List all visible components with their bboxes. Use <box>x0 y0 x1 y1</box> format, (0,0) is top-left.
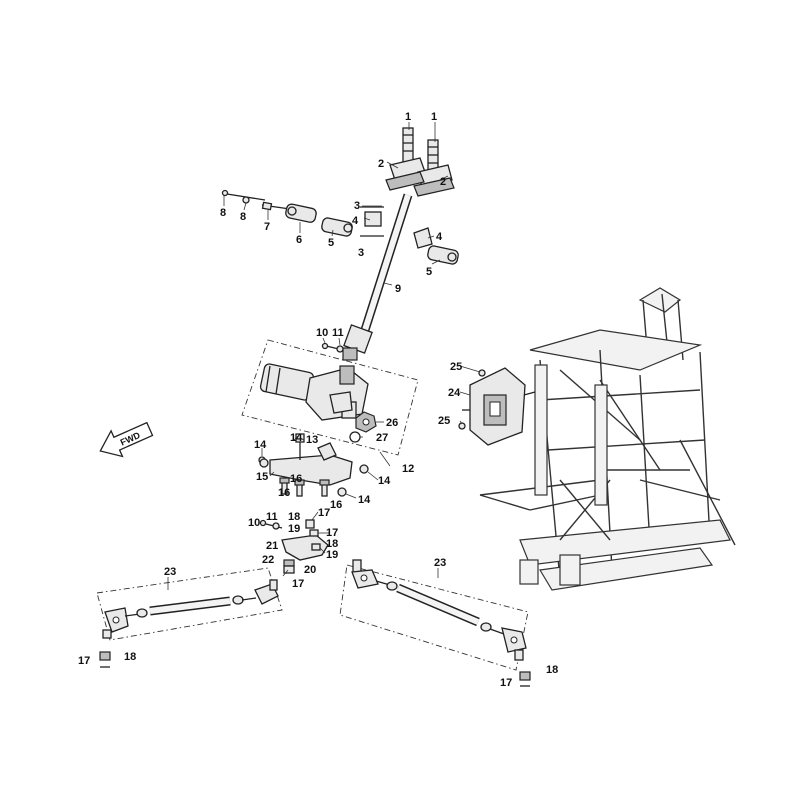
callout-15: 15 <box>256 471 268 483</box>
callout-19a: 19 <box>288 523 300 535</box>
callout-19b: 19 <box>326 549 338 561</box>
callout-14a: 14 <box>254 439 267 451</box>
callout-17e: 17 <box>500 677 512 689</box>
callout-17c: 17 <box>292 578 304 590</box>
callout-10b: 10 <box>248 517 260 529</box>
right-tie-rod-group <box>339 559 529 671</box>
callout-23b: 23 <box>434 557 446 569</box>
callout-8a: 8 <box>220 207 226 219</box>
callout-numbers: 1 1 2 2 3 3 4 4 5 5 6 7 8 8 9 10 10 11 1… <box>78 111 558 689</box>
callout-13: 13 <box>306 434 318 446</box>
callout-16a: 16 <box>278 487 290 499</box>
forward-direction-arrow: FWD <box>99 421 154 458</box>
callout-16b: 16 <box>290 473 302 485</box>
bushings <box>360 206 433 249</box>
callout-8b: 8 <box>240 211 246 223</box>
callout-17b: 17 <box>326 527 338 539</box>
callout-16c: 16 <box>330 499 342 511</box>
callout-18b: 18 <box>326 538 338 550</box>
right-knuckle-nut <box>519 671 531 687</box>
callout-10a: 10 <box>316 327 328 339</box>
callout-1b: 1 <box>431 111 437 123</box>
left-tie-rod-group <box>96 567 283 641</box>
callout-27: 27 <box>376 432 388 444</box>
callout-17a: 17 <box>318 507 330 519</box>
clamp-blocks <box>385 157 455 197</box>
callout-3a: 3 <box>354 200 360 212</box>
control-module <box>458 367 536 446</box>
callout-5b: 5 <box>426 266 432 278</box>
callout-24: 24 <box>448 387 461 399</box>
pitman-arm <box>259 519 329 574</box>
callout-12: 12 <box>402 463 414 475</box>
callout-7: 7 <box>264 221 270 233</box>
left-knuckle-nut <box>99 651 111 668</box>
lower-mount-bracket <box>258 433 369 497</box>
steering-shaft <box>342 193 413 361</box>
callout-14d: 14 <box>358 494 371 506</box>
callout-18c: 18 <box>124 651 136 663</box>
callout-11b: 11 <box>266 511 278 523</box>
callout-21: 21 <box>266 540 278 552</box>
callout-26: 26 <box>386 417 398 429</box>
callout-9: 9 <box>395 283 401 295</box>
callout-25a: 25 <box>450 361 462 373</box>
callout-25b: 25 <box>438 415 450 427</box>
leader-lines <box>167 122 481 590</box>
vehicle-frame <box>479 287 736 591</box>
callout-4b: 4 <box>436 231 443 243</box>
callout-17d: 17 <box>78 655 90 667</box>
callout-4a: 4 <box>352 215 359 227</box>
callout-1a: 1 <box>405 111 411 123</box>
callout-2b: 2 <box>440 176 446 188</box>
callout-23a: 23 <box>164 566 176 578</box>
callout-14b: 14 <box>290 432 303 444</box>
callout-20: 20 <box>304 564 316 576</box>
left-mount-hardware <box>221 189 459 265</box>
callout-3b: 3 <box>358 247 364 259</box>
joint-bolt <box>321 342 344 353</box>
callout-11a: 11 <box>332 327 344 339</box>
callout-6: 6 <box>296 234 302 246</box>
eps-assembly-group <box>241 339 419 456</box>
callout-18d: 18 <box>546 664 558 676</box>
callout-18a: 18 <box>288 511 300 523</box>
callout-22: 22 <box>262 554 274 566</box>
callout-5a: 5 <box>328 237 334 249</box>
callout-2a: 2 <box>378 158 384 170</box>
callout-14c: 14 <box>378 475 391 487</box>
